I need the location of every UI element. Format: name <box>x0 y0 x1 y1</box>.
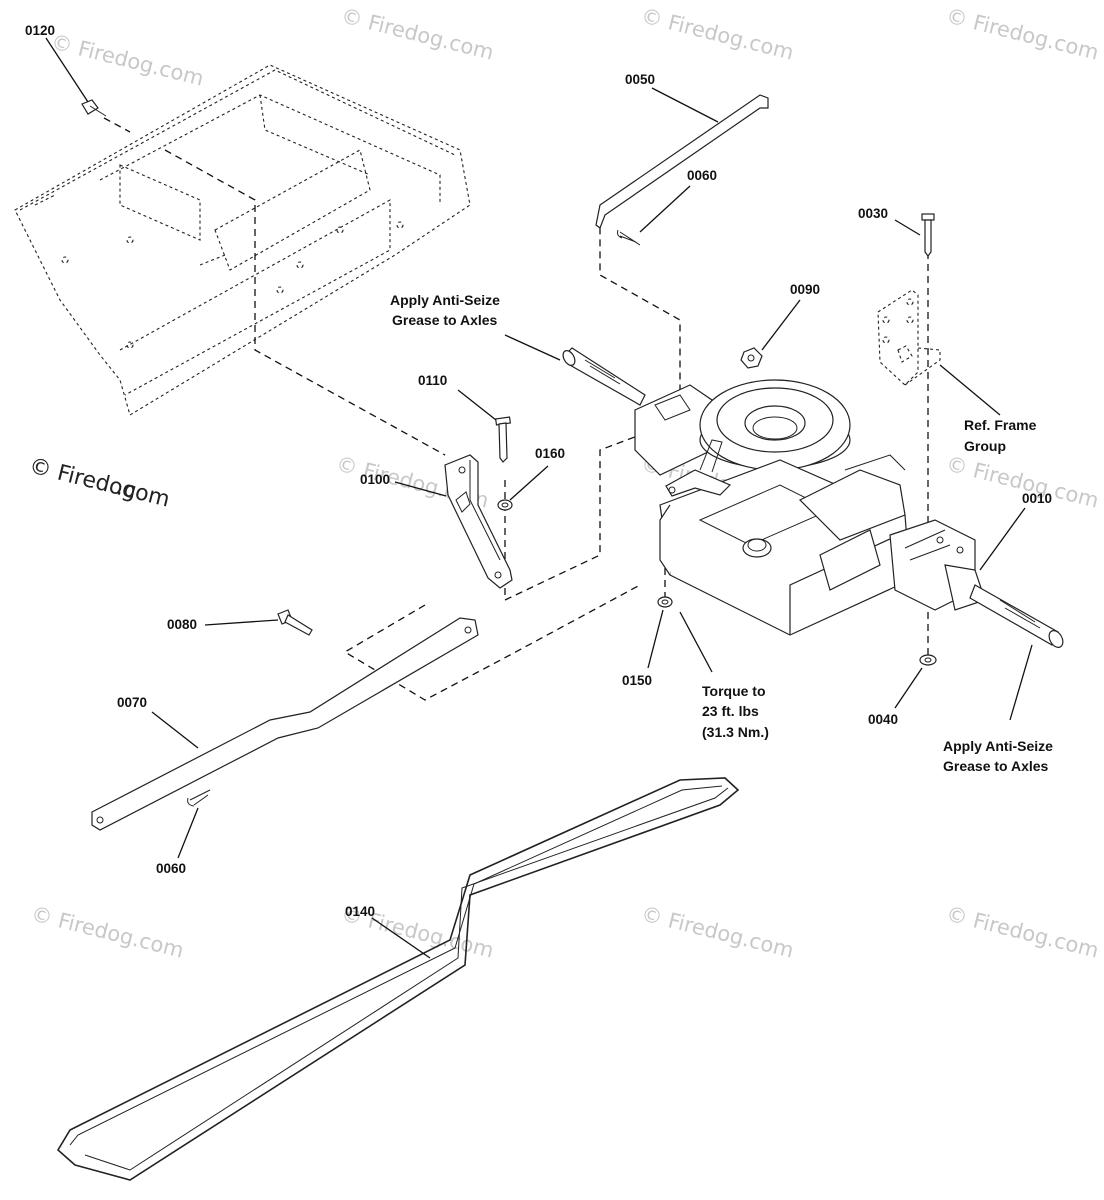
watermark-bottom-right: © Firedog.com <box>944 902 1101 963</box>
note-torque-line3: (31.3 Nm.) <box>702 724 769 740</box>
watermark-bottom-center: © Firedog.com <box>639 902 796 963</box>
note-grease-top-line2: Grease to Axles <box>392 312 498 328</box>
bolt-0030 <box>894 213 935 257</box>
watermark-top-center: © Firedog.com <box>639 4 796 65</box>
label-0140: 0140 <box>345 904 375 919</box>
label-0080: 0080 <box>167 617 197 632</box>
watermark-top-right: © Firedog.com <box>944 4 1101 65</box>
part-labels: 0120 0050 0060 0030 0090 0110 0160 0100 … <box>25 23 1052 919</box>
bolt-0110 <box>457 389 512 463</box>
frame-bracket <box>877 289 1001 416</box>
label-0090: 0090 <box>790 282 820 297</box>
note-grease-bottom-line1: Apply Anti-Seize <box>943 738 1053 754</box>
hairpin-clip-0060-bottom <box>177 789 211 859</box>
nut-0150 <box>647 596 673 669</box>
note-frame-line2: Group <box>964 438 1006 454</box>
bolt-0080 <box>204 609 313 636</box>
hairpin-clip-0060-top <box>617 185 691 246</box>
label-0120: 0120 <box>25 23 55 38</box>
notes: Apply Anti-Seize Grease to Axles Ref. Fr… <box>390 292 1053 774</box>
transmission-0010 <box>562 347 1064 648</box>
nut-0160 <box>497 465 549 511</box>
label-0050: 0050 <box>625 72 655 87</box>
watermark-main: © Firedog .com <box>27 454 173 513</box>
watermarks: © Firedog.com © Firedog.com © Firedog.co… <box>27 4 1102 963</box>
label-0100: 0100 <box>360 472 390 487</box>
label-0110: 0110 <box>418 373 447 388</box>
rod-0050 <box>595 87 769 229</box>
label-0040: 0040 <box>868 712 898 727</box>
note-grease-top-line1: Apply Anti-Seize <box>390 292 500 308</box>
note-frame-line1: Ref. Frame <box>964 417 1037 433</box>
washer-0040 <box>894 654 937 709</box>
nut-0090 <box>740 299 801 369</box>
frame-reference <box>14 64 471 416</box>
screw-0120 <box>45 37 131 133</box>
bracket-0100 <box>394 454 513 589</box>
note-leaders <box>504 334 1033 721</box>
link-0070 <box>91 617 479 831</box>
note-torque-line1: Torque to <box>702 683 766 699</box>
label-0060-top: 0060 <box>687 168 717 183</box>
belt-0140 <box>56 777 740 1181</box>
watermark-top-left: © Firedog.com <box>49 30 206 91</box>
watermark-main-line2: .com <box>114 475 172 512</box>
label-0070: 0070 <box>117 695 147 710</box>
label-0160: 0160 <box>535 446 565 461</box>
label-0030: 0030 <box>858 206 888 221</box>
note-grease-bottom-line2: Grease to Axles <box>943 758 1049 774</box>
label-0060-bottom: 0060 <box>156 861 186 876</box>
watermark-top-mid: © Firedog.com <box>339 4 496 65</box>
watermark-bottom-left: © Firedog.com <box>29 902 186 963</box>
note-torque-line2: 23 ft. lbs <box>702 703 759 719</box>
label-0150: 0150 <box>622 673 652 688</box>
label-0010: 0010 <box>1022 491 1052 506</box>
